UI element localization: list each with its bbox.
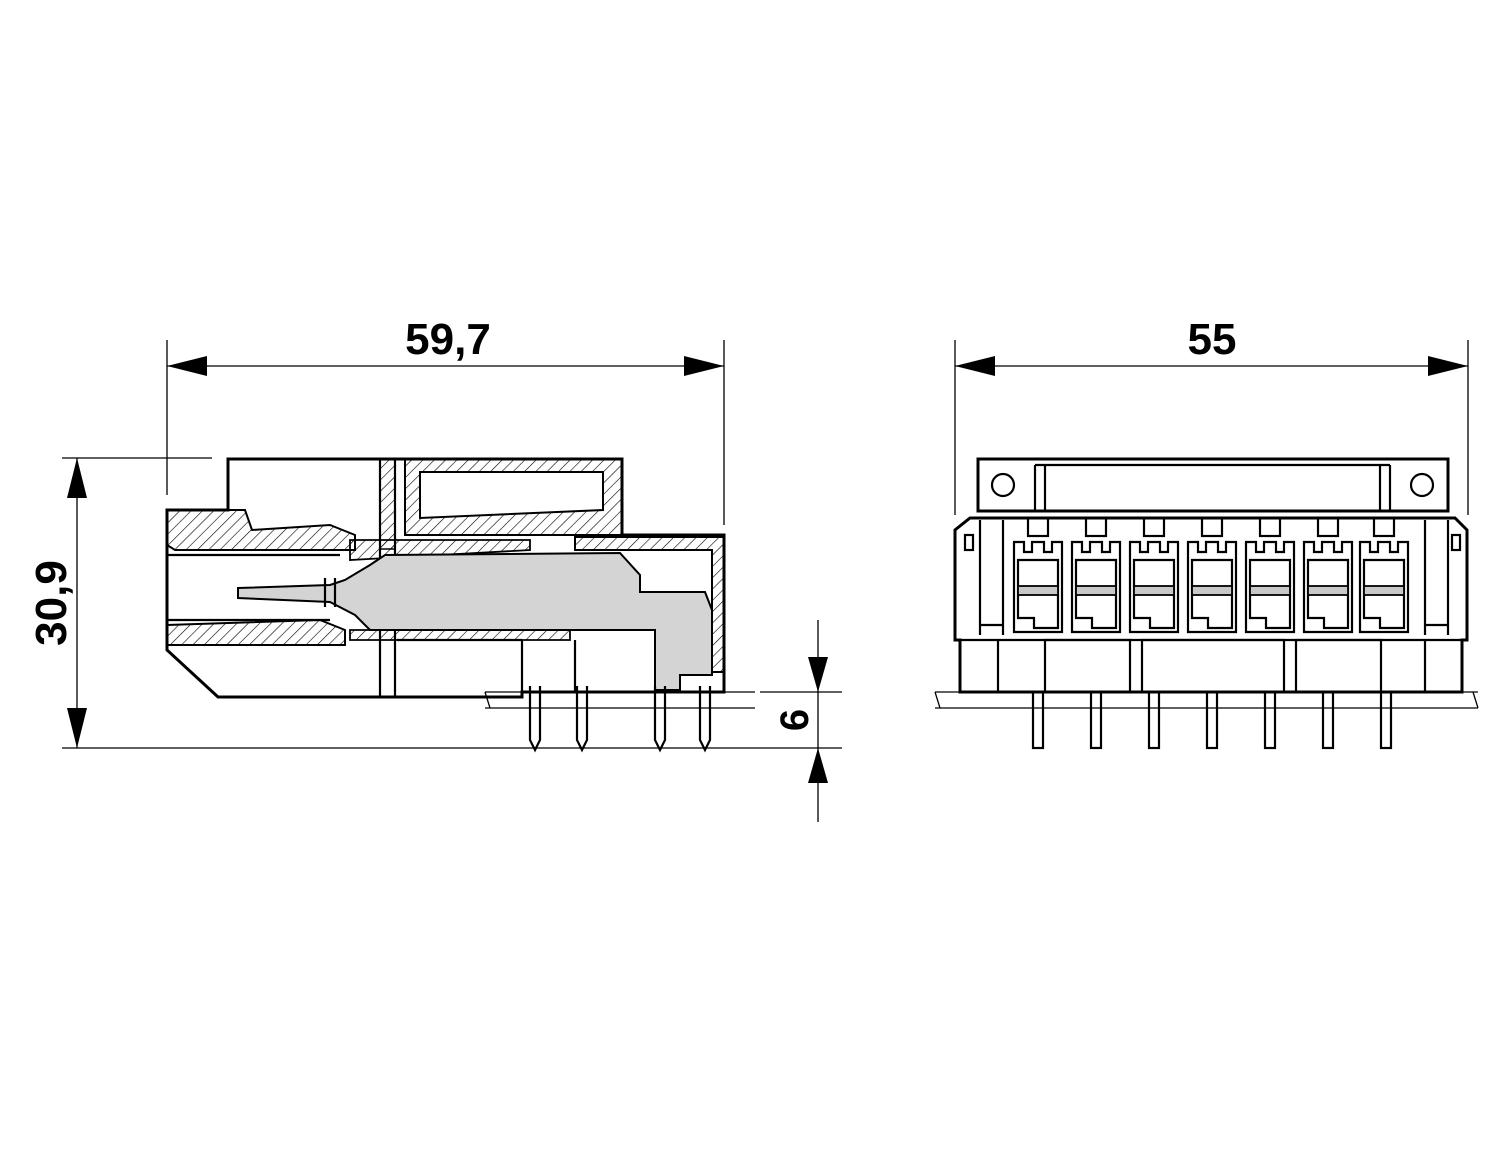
pin-length-label: 6 [773,709,817,731]
mounting-hole-right [1409,472,1435,498]
side-housing [165,457,726,699]
front-flange [976,457,1450,513]
terminal-cell [1186,516,1238,634]
terminal-cell [1128,516,1180,634]
mounting-hole-left [990,472,1016,498]
terminal-cell [1012,516,1064,634]
front-body [953,516,1469,694]
side-width-dimension: 59,7 [166,315,725,525]
terminal-cells [1012,516,1410,634]
side-view: 59,7 30,9 6 [27,315,842,822]
side-height-label: 30,9 [27,560,76,646]
terminal-cell [1302,516,1354,634]
front-width-label: 55 [1188,315,1237,364]
front-view: 55 [934,315,1479,750]
front-width-dimension: 55 [954,315,1469,515]
terminal-cell [1358,516,1410,634]
front-pins [1031,690,1393,750]
terminal-cell [1070,516,1122,634]
pin-length-dimension: 6 [760,620,842,822]
side-height-dimension: 30,9 [27,457,842,749]
side-pins [528,686,712,753]
side-contact [237,551,713,691]
side-width-label: 59,7 [405,315,491,364]
side-pcb [484,691,755,709]
terminal-cell [1244,516,1296,634]
